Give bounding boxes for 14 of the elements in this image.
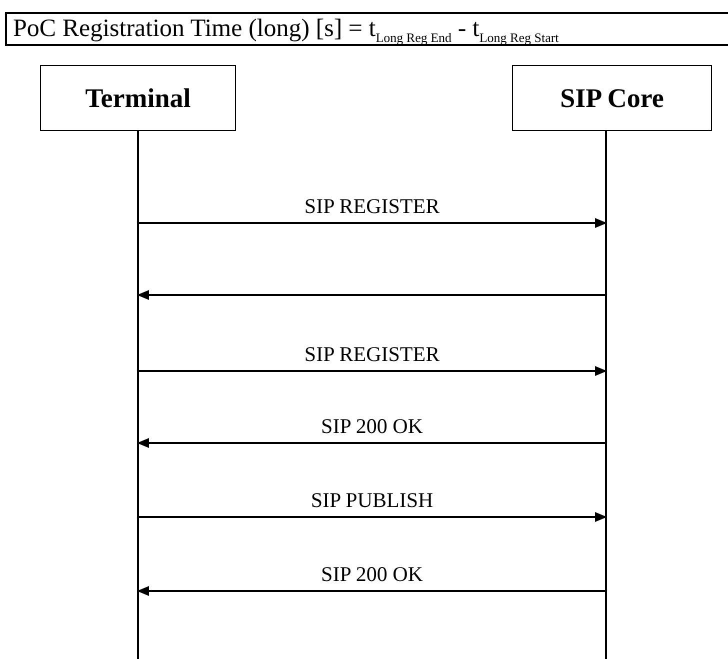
message-label: SIP REGISTER [304, 342, 440, 367]
message-label: SIP REGISTER [304, 194, 440, 219]
message-label: SIP 200 OK [321, 414, 423, 439]
message-arrow [137, 290, 606, 300]
message-label: SIP 200 OK [321, 562, 423, 587]
message-arrow [138, 366, 607, 376]
message-label: SIP PUBLISH [310, 488, 434, 513]
participant-box: Terminal [40, 65, 236, 131]
participant-box: SIP Core [512, 65, 712, 131]
message-arrow [138, 512, 607, 522]
formula-title: PoC Registration Time (long) [s] = t$_{Long Reg End}$ - t$_{Long Reg Start}$ [5, 12, 728, 46]
message-arrow [137, 438, 606, 448]
message-arrow [138, 218, 607, 228]
message-arrow [137, 586, 606, 596]
